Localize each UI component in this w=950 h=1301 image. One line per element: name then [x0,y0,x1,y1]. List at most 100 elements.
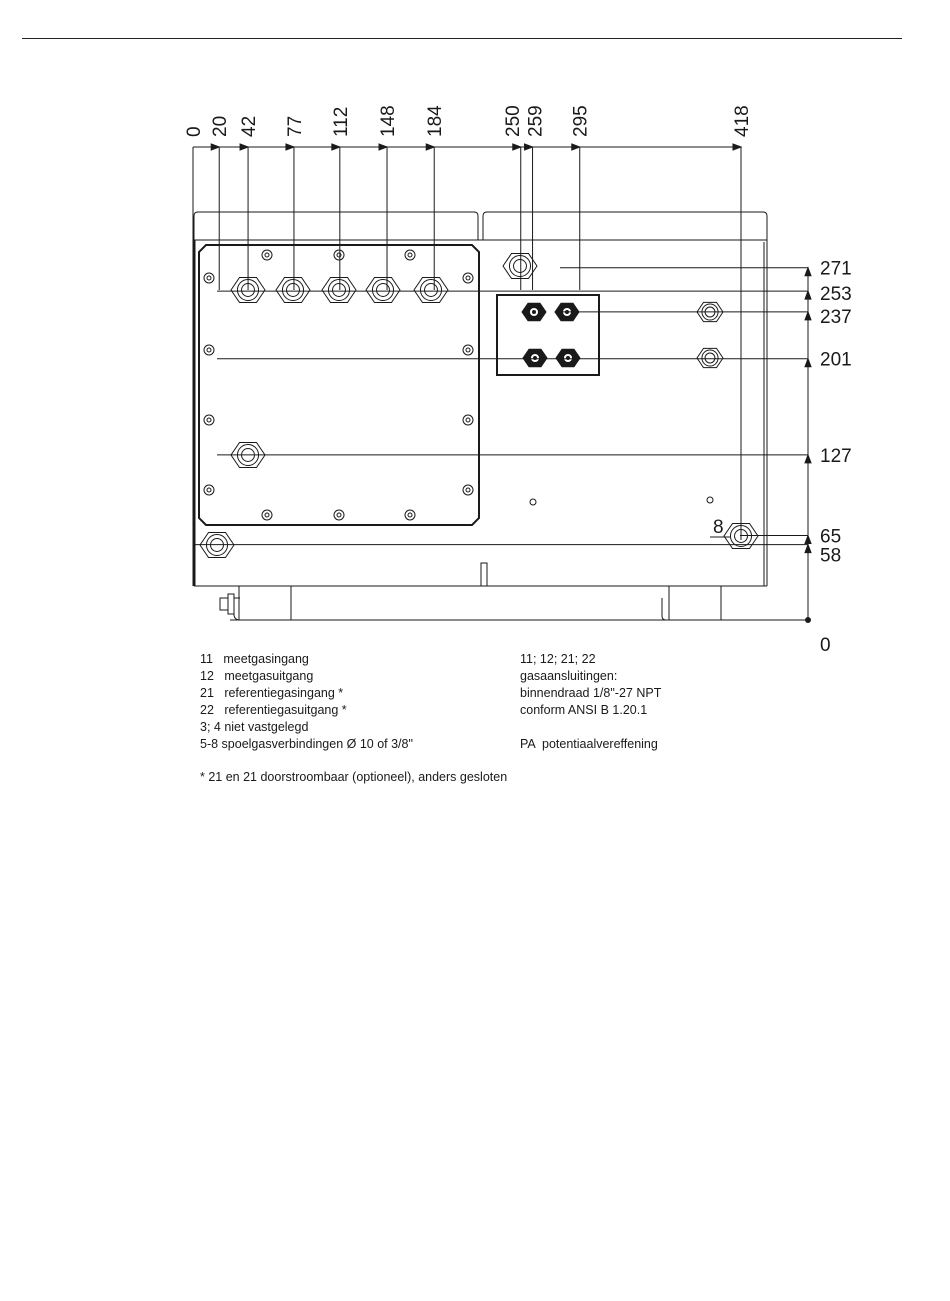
screw [404,509,416,521]
screw-head [462,344,474,356]
screw-slot [407,252,413,258]
arrowhead [285,143,296,151]
dimension-label-y: 127 [820,446,852,467]
screw-slot [206,347,212,353]
dimension-label-x: 418 [732,105,753,137]
dimension-label-y: 237 [820,307,852,328]
arrowhead [804,310,812,321]
arrowhead [239,143,250,151]
gland-fitting [275,277,311,303]
dimension-label-x: 184 [425,105,446,137]
screw-head [261,509,273,521]
screw-slot [206,417,212,423]
screw-slot [206,487,212,493]
screw [462,414,474,426]
screw-slot [465,347,471,353]
screw [462,272,474,284]
screw-slot [264,512,270,518]
dimension-label-x: 250 [503,105,524,137]
gas-connection [522,348,548,368]
screw-slot [465,275,471,281]
legend-right: 11; 12; 21; 22 gasaansluitingen: binnend… [520,651,661,753]
arrowhead [804,543,812,554]
screw [261,509,273,521]
arrowhead [571,143,582,151]
screw [462,484,474,496]
gas-connection [555,348,581,368]
screw-head [203,414,215,426]
fitting-bore [424,283,438,297]
legend-item: conform ANSI B 1.20.1 [520,703,648,717]
arrowhead [804,289,812,300]
legend-item: 11; 12; 21; 22 [520,652,596,666]
screw [203,484,215,496]
legend-item: 22 referentiegasuitgang * [200,703,347,717]
screw-slot [264,252,270,258]
dimension-label-y: 65 [820,527,841,548]
arrowhead [804,453,812,464]
legend-item [520,719,661,736]
screw-slot [407,512,413,518]
arrowhead [378,143,389,151]
fitting-bore [332,283,346,297]
screw-head [404,249,416,261]
arrowhead [804,266,812,277]
fitting-bore [513,259,527,273]
fitting-bore [286,283,300,297]
gland-fitting [321,277,357,303]
dimension-label-x: 295 [571,105,592,137]
fitting-bore [704,352,716,364]
screw [203,272,215,284]
screw-head [462,414,474,426]
screw-slot [336,512,342,518]
legend-item: binnendraad 1/8"-27 NPT [520,686,662,700]
screw-slot [465,487,471,493]
screw-slot [336,252,342,258]
legend-item: gasaansluitingen: [520,669,618,683]
dimension-label-y: 253 [820,284,852,305]
fitting-bore [376,283,390,297]
gland-fitting [365,277,401,303]
screw [203,414,215,426]
screw-head [203,272,215,284]
legend-left: 11 meetgasingang 12 meetgasuitgang 21 re… [200,651,413,753]
screw [462,344,474,356]
gas-connection [521,302,547,322]
arrowhead [425,143,436,151]
screw-head [462,272,474,284]
legend-item: 12 meetgasuitgang [200,669,314,683]
screw-head [203,484,215,496]
legend-item: 11 meetgasingang [200,652,309,666]
arrowhead [331,143,342,151]
dimension-label-x: 77 [285,116,306,137]
dimension-label-x: 20 [210,116,231,137]
header-rule [22,38,902,39]
fittings [199,249,759,558]
arrowhead [804,357,812,368]
dimension-label-x: 148 [378,105,399,137]
fitting-center [532,310,536,314]
dimension-label-y: 58 [820,546,841,567]
arrowhead [512,143,523,151]
legend-item: 5-8 spoelgasverbindingen Ø 10 of 3/8" [200,737,413,751]
screw-head [333,249,345,261]
dimension-label-y: 271 [820,259,852,280]
legend-item: 3; 4 niet vastgelegd [200,720,309,734]
footnote: * 21 en 21 doorstroombaar (optioneel), a… [200,770,508,784]
arrowhead [524,143,534,151]
screw [261,249,273,261]
purge-connection-plug [696,347,724,369]
screw-head [462,484,474,496]
screw-head [261,249,273,261]
gland-fitting [502,253,538,279]
dimension-label-y: 0 [820,635,831,656]
mounting-hole [706,496,714,504]
screw [203,344,215,356]
screw-head [333,509,345,521]
legend-item: 21 referentiegasingang * [200,686,344,700]
screw [333,509,345,521]
screw-head [203,344,215,356]
dimension-label-y: 201 [820,350,852,371]
